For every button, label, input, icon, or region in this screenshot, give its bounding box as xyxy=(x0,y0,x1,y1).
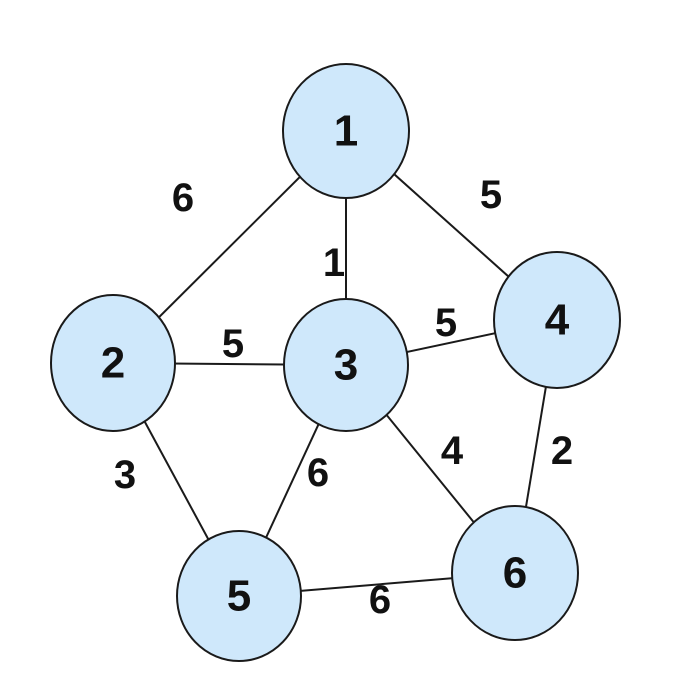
node-label-5: 5 xyxy=(227,572,251,621)
node-2: 2 xyxy=(50,294,176,432)
node-circle-1 xyxy=(282,63,410,199)
edge-weight-1-2: 6 xyxy=(172,176,194,220)
node-label-6: 6 xyxy=(503,549,527,598)
edge-weight-3-4: 5 xyxy=(435,301,457,345)
node-label-3: 3 xyxy=(334,341,358,390)
node-3: 3 xyxy=(283,298,409,432)
edge-weight-3-6: 4 xyxy=(441,429,464,473)
edge-weight-1-4: 5 xyxy=(480,173,502,217)
node-label-2: 2 xyxy=(101,339,125,388)
edge-weight-3-5: 6 xyxy=(307,451,329,495)
edge-weight-1-3: 1 xyxy=(323,241,345,285)
edge-weights-layer: 6 1 5 5 5 3 6 4 2 6 xyxy=(114,173,573,622)
edge-weight-2-3: 5 xyxy=(222,322,244,366)
edge-weight-4-6: 2 xyxy=(551,429,573,473)
node-circle-2 xyxy=(50,294,176,432)
node-circle-5 xyxy=(176,530,302,662)
node-circle-4 xyxy=(493,251,621,389)
nodes-layer: 1 2 3 4 5 6 xyxy=(50,63,621,662)
node-1: 1 xyxy=(282,63,410,199)
node-label-1: 1 xyxy=(334,107,358,156)
edge-weight-2-5: 3 xyxy=(114,453,136,497)
node-4: 4 xyxy=(493,251,621,389)
node-5: 5 xyxy=(176,530,302,662)
edge-weight-5-6: 6 xyxy=(369,578,391,622)
node-6: 6 xyxy=(451,505,579,641)
node-label-4: 4 xyxy=(545,296,570,345)
node-circle-6 xyxy=(451,505,579,641)
node-circle-3 xyxy=(283,298,409,432)
